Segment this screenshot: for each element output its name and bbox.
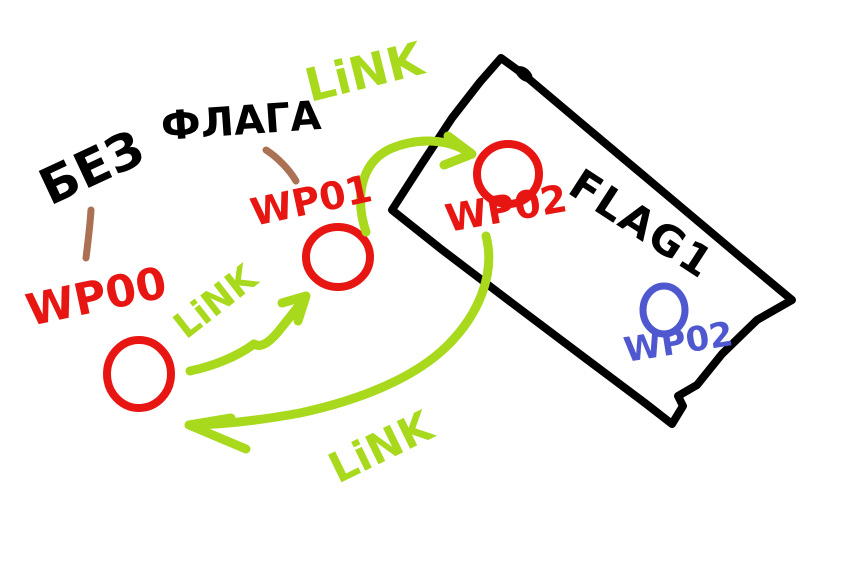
flag-zone-notch [515,66,533,82]
flag-zone-outline [388,54,796,428]
note-connector-bez [82,206,95,262]
wp02-red-label: WP02 [442,176,570,241]
link-arrowhead-wp02 [439,131,477,170]
wp00-label: WP00 [22,257,172,336]
link-label-bottom: LiNK [321,401,442,493]
note-connector-flaga [262,146,300,185]
wp02-blue-circle [639,282,689,338]
link-arrow-wp00-wp01 [185,294,309,376]
link-label-top: LiNK [300,31,431,113]
wp01-circle [302,223,374,291]
wp00-circle [103,336,175,412]
link-arrow-wp01-wp02 [356,136,473,237]
link-arrowhead-wp01 [277,291,311,326]
wp01-label: WP01 [247,166,376,235]
link-label-middle: LiNK [166,257,266,347]
link-arrowhead-wp00 [184,413,251,454]
wp02-red-circle [473,140,543,208]
link-arc-wp02-wp00 [191,231,494,430]
note-word-bez: БЕЗ [31,119,153,217]
note-word-flaga: ФЛАГА [159,93,322,150]
